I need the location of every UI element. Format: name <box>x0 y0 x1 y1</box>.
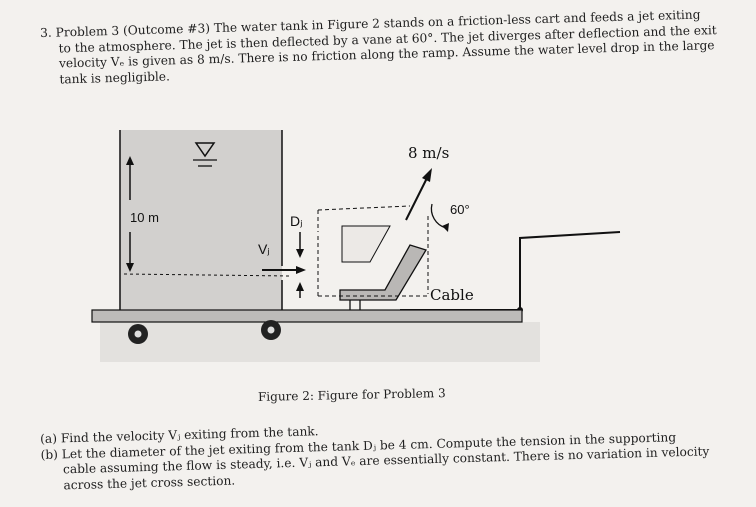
vj-label: Vⱼ <box>258 241 270 257</box>
datum-line <box>123 273 291 277</box>
deflected-jet <box>341 225 391 263</box>
cable-label: Cable <box>430 286 474 304</box>
dj-label: Dⱼ <box>290 213 303 229</box>
cart-deck <box>91 309 523 323</box>
tank-walls <box>119 130 283 310</box>
jet-envelope <box>317 205 411 296</box>
height-label: 10 m <box>130 210 159 225</box>
water-level-icon <box>194 142 216 158</box>
cart-shadow <box>100 322 540 362</box>
dj-arrow-down <box>296 249 304 258</box>
speed-label: 8 m/s <box>408 144 449 162</box>
ground-ramp <box>410 231 621 319</box>
angle-arc <box>430 203 447 229</box>
angle-label: 60° <box>450 202 470 217</box>
dj-arrow-up <box>296 282 304 291</box>
vane <box>339 244 427 301</box>
exit-velocity-arrow <box>405 175 429 221</box>
